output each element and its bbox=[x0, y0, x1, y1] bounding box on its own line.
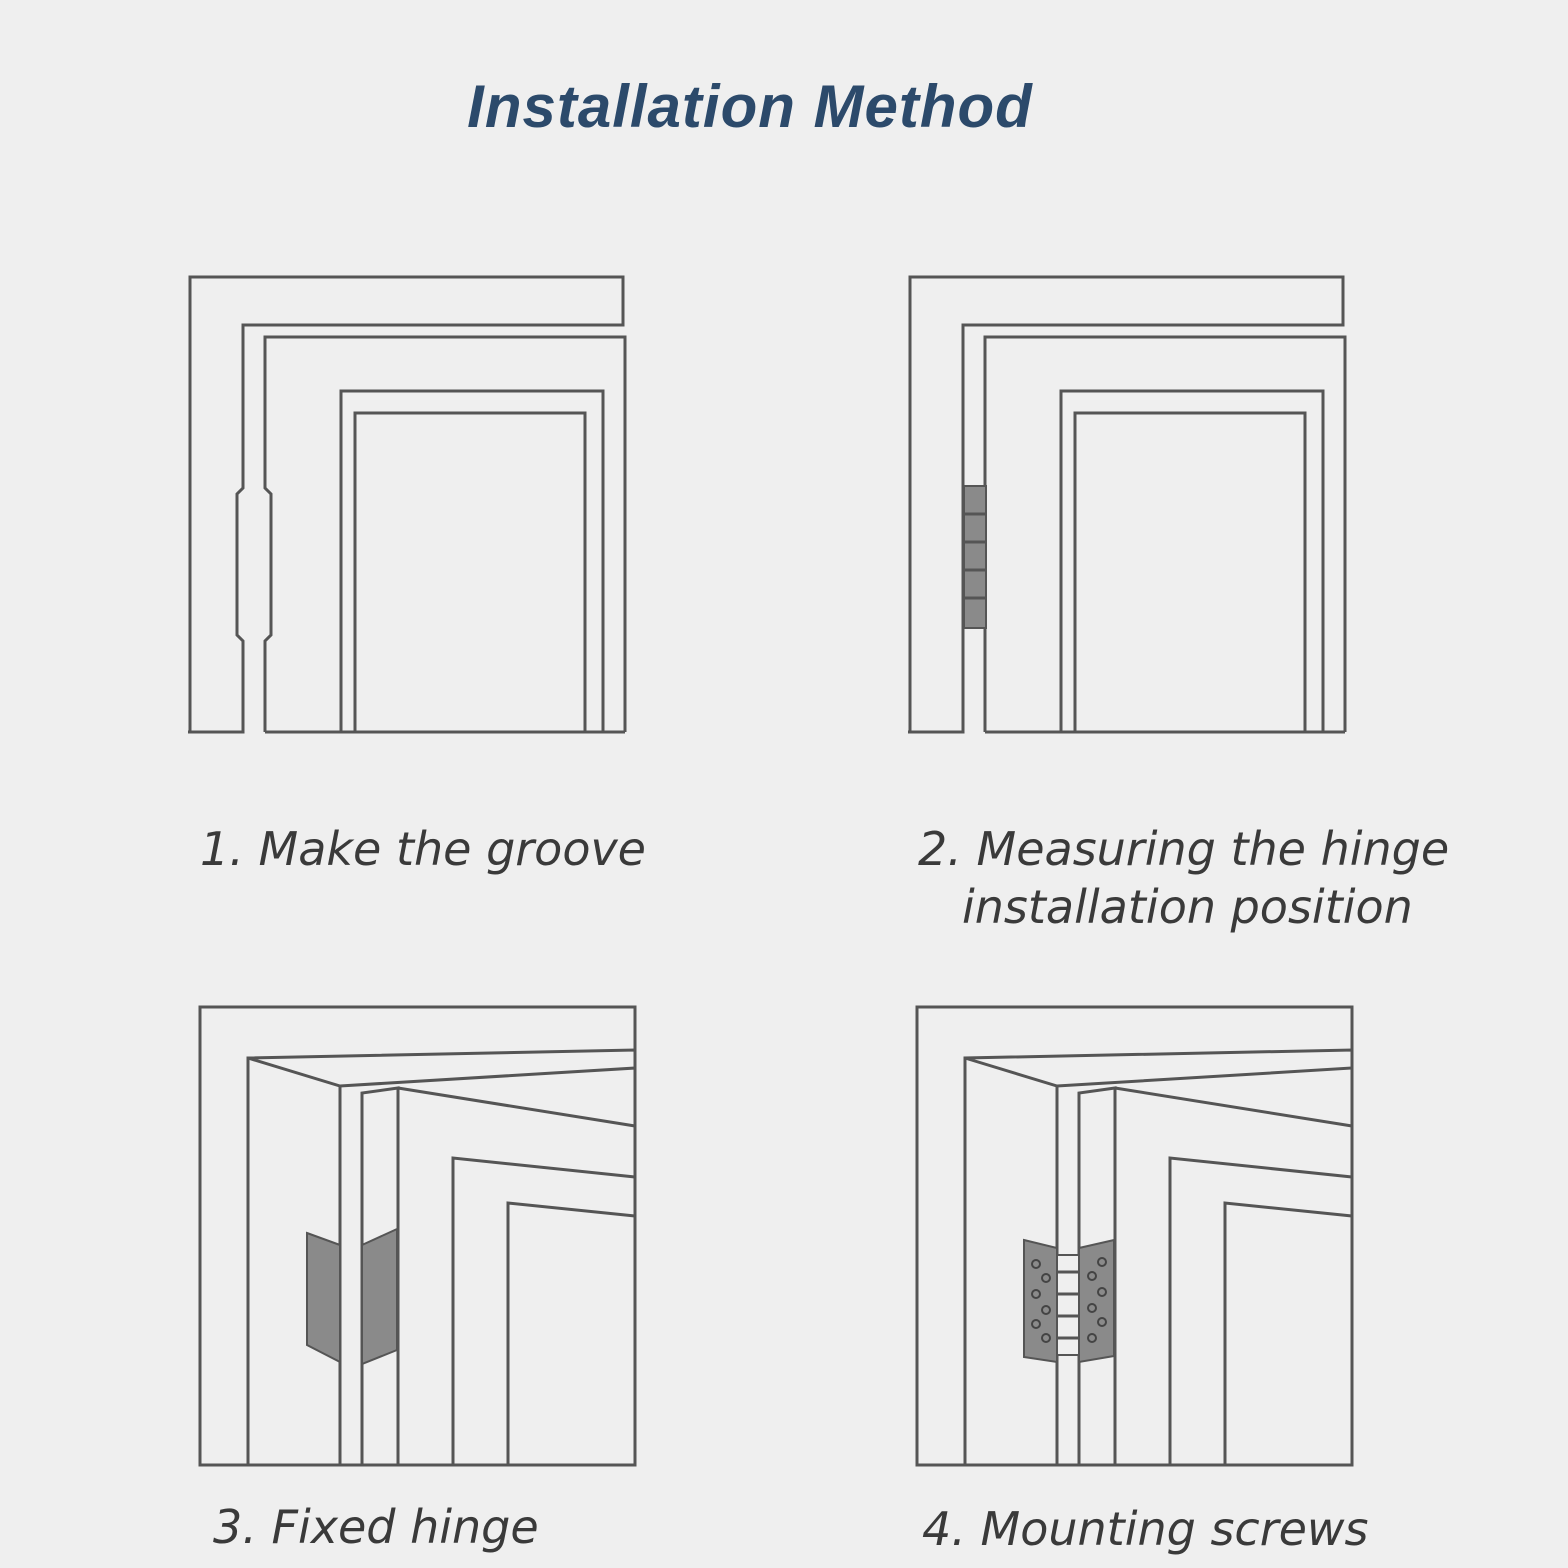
page-title: Installation Method bbox=[467, 73, 1033, 140]
door-panel-outer bbox=[451, 1156, 636, 1465]
hinge-icon bbox=[963, 485, 987, 629]
step-3-caption: 3. Fixed hinge bbox=[213, 1500, 539, 1554]
door-inner-outline bbox=[1073, 411, 1307, 732]
frame-top-perspective bbox=[246, 1048, 637, 1465]
diagram-step-3 bbox=[198, 1005, 637, 1467]
jamb bbox=[983, 335, 1347, 732]
door-outline bbox=[339, 389, 605, 732]
hinge-icon bbox=[306, 1227, 398, 1366]
door-inner-outline bbox=[353, 411, 587, 732]
hinge-icon bbox=[1023, 1238, 1115, 1364]
diagram-step-4 bbox=[915, 1005, 1354, 1467]
door-face bbox=[397, 1086, 636, 1128]
door-face bbox=[1114, 1086, 1353, 1128]
frame-top-perspective bbox=[963, 1048, 1354, 1465]
diagram-step-2 bbox=[908, 275, 1347, 734]
diagram-step-1 bbox=[188, 275, 627, 734]
door-outline bbox=[1059, 389, 1325, 732]
outer-frame bbox=[198, 1005, 637, 1467]
step-1-caption: 1. Make the groove bbox=[200, 822, 646, 876]
step-4-caption: 4. Mounting screws bbox=[922, 1502, 1369, 1556]
step-2-caption-line-1: 2. Measuring the hinge bbox=[918, 822, 1450, 876]
door-panel-inner bbox=[1223, 1201, 1353, 1465]
door-panel-inner bbox=[506, 1201, 636, 1465]
step-2-caption: 2. Measuring the hinge installation posi… bbox=[918, 820, 1449, 936]
screw-icon bbox=[1031, 1257, 1107, 1343]
outer-frame bbox=[915, 1005, 1354, 1467]
outer-frame bbox=[188, 275, 625, 734]
door-panel-outer bbox=[1168, 1156, 1353, 1465]
step-2-caption-line-2: installation position bbox=[962, 880, 1413, 934]
jamb-with-groove bbox=[263, 335, 627, 732]
